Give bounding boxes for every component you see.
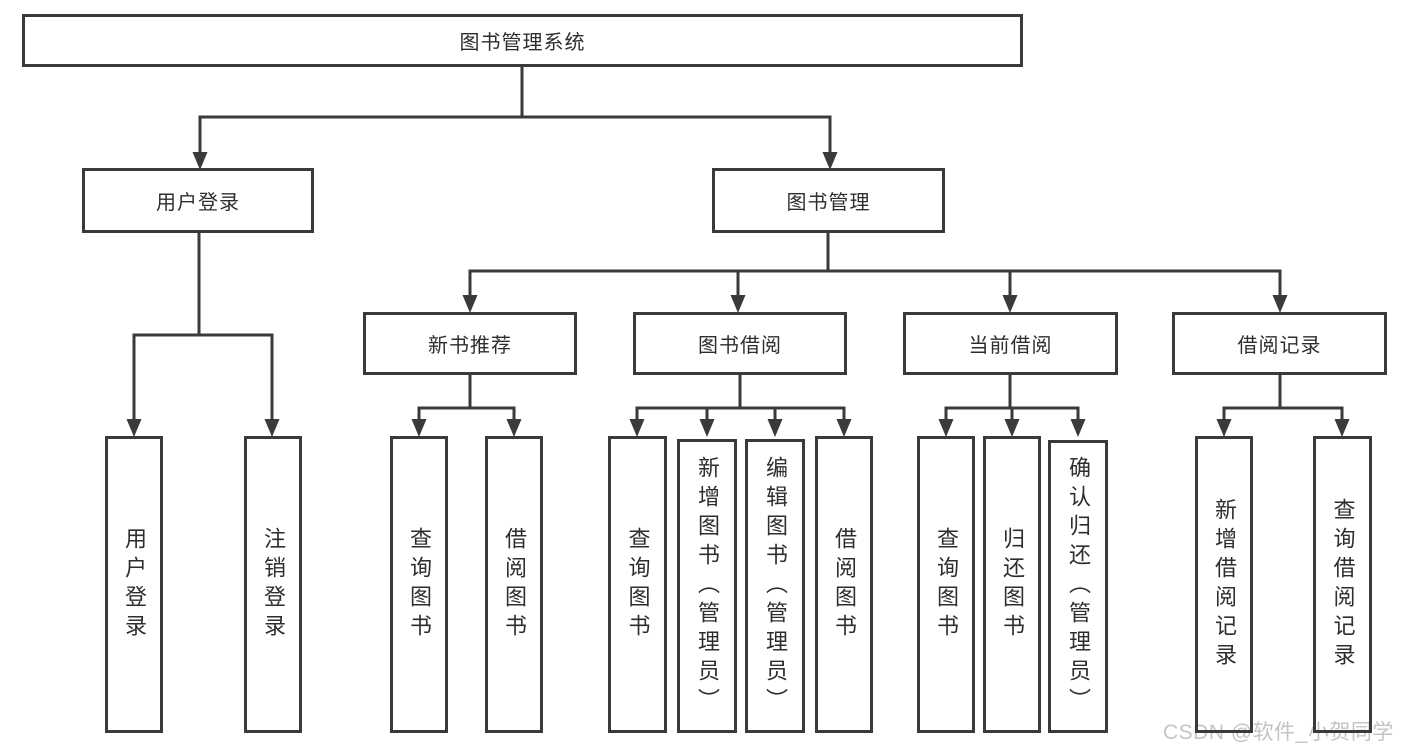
node-book-borrowing: 图书借阅 [633, 312, 847, 375]
node-label: 借阅记录 [1237, 335, 1322, 357]
csdn-watermark: CSDN @软件_小贺同学 [1163, 721, 1394, 744]
node-label: 图书管理 [786, 192, 871, 214]
node-borrowing-records: 借阅记录 [1172, 312, 1387, 375]
leaf-borrowing-borrow-books: 借阅图书 [815, 436, 873, 733]
leaf-borrowing-add-books-admin: 新增图书（管理员） [677, 439, 737, 733]
leaf-label: 查询图书 [934, 526, 959, 643]
leaf-current-query-books: 查询图书 [917, 436, 975, 733]
node-library-management-system: 图书管理系统 [22, 14, 1023, 67]
leaf-label: 归还图书 [1000, 526, 1025, 643]
node-new-book-recommend: 新书推荐 [363, 312, 577, 375]
leaf-label: 新增图书（管理员） [695, 455, 720, 717]
leaf-label: 查询图书 [407, 526, 432, 643]
leaf-records-add-record: 新增借阅记录 [1195, 436, 1253, 733]
leaf-records-query-record: 查询借阅记录 [1313, 436, 1372, 733]
leaf-newbook-borrow-books: 借阅图书 [485, 436, 543, 733]
leaf-newbook-query-books: 查询图书 [390, 436, 448, 733]
node-label: 新书推荐 [428, 335, 512, 357]
node-user-login: 用户登录 [82, 168, 314, 233]
leaf-label: 借阅图书 [832, 526, 857, 643]
leaf-label: 确认归还（管理员） [1066, 456, 1091, 717]
leaf-label: 新增借阅记录 [1212, 497, 1237, 672]
node-label: 图书管理系统 [459, 32, 586, 54]
node-book-management: 图书管理 [712, 168, 945, 233]
leaf-borrowing-query-books: 查询图书 [608, 436, 667, 733]
leaf-current-confirm-return-admin: 确认归还（管理员） [1048, 440, 1108, 733]
leaf-logout: 注销登录 [244, 436, 302, 733]
leaf-current-return-books: 归还图书 [983, 436, 1041, 733]
leaf-label: 查询借阅记录 [1330, 497, 1356, 672]
leaf-label: 借阅图书 [502, 526, 527, 643]
leaf-label: 注销登录 [261, 526, 286, 643]
node-label: 图书借阅 [698, 335, 782, 357]
leaf-label: 用户登录 [122, 526, 147, 643]
leaf-label: 查询图书 [625, 526, 651, 643]
node-label: 用户登录 [156, 192, 240, 214]
leaf-user-login: 用户登录 [105, 436, 163, 733]
leaf-label: 编辑图书（管理员） [763, 455, 788, 717]
node-current-borrowing: 当前借阅 [903, 312, 1118, 375]
node-label: 当前借阅 [968, 335, 1053, 357]
leaf-borrowing-edit-books-admin: 编辑图书（管理员） [745, 439, 805, 733]
